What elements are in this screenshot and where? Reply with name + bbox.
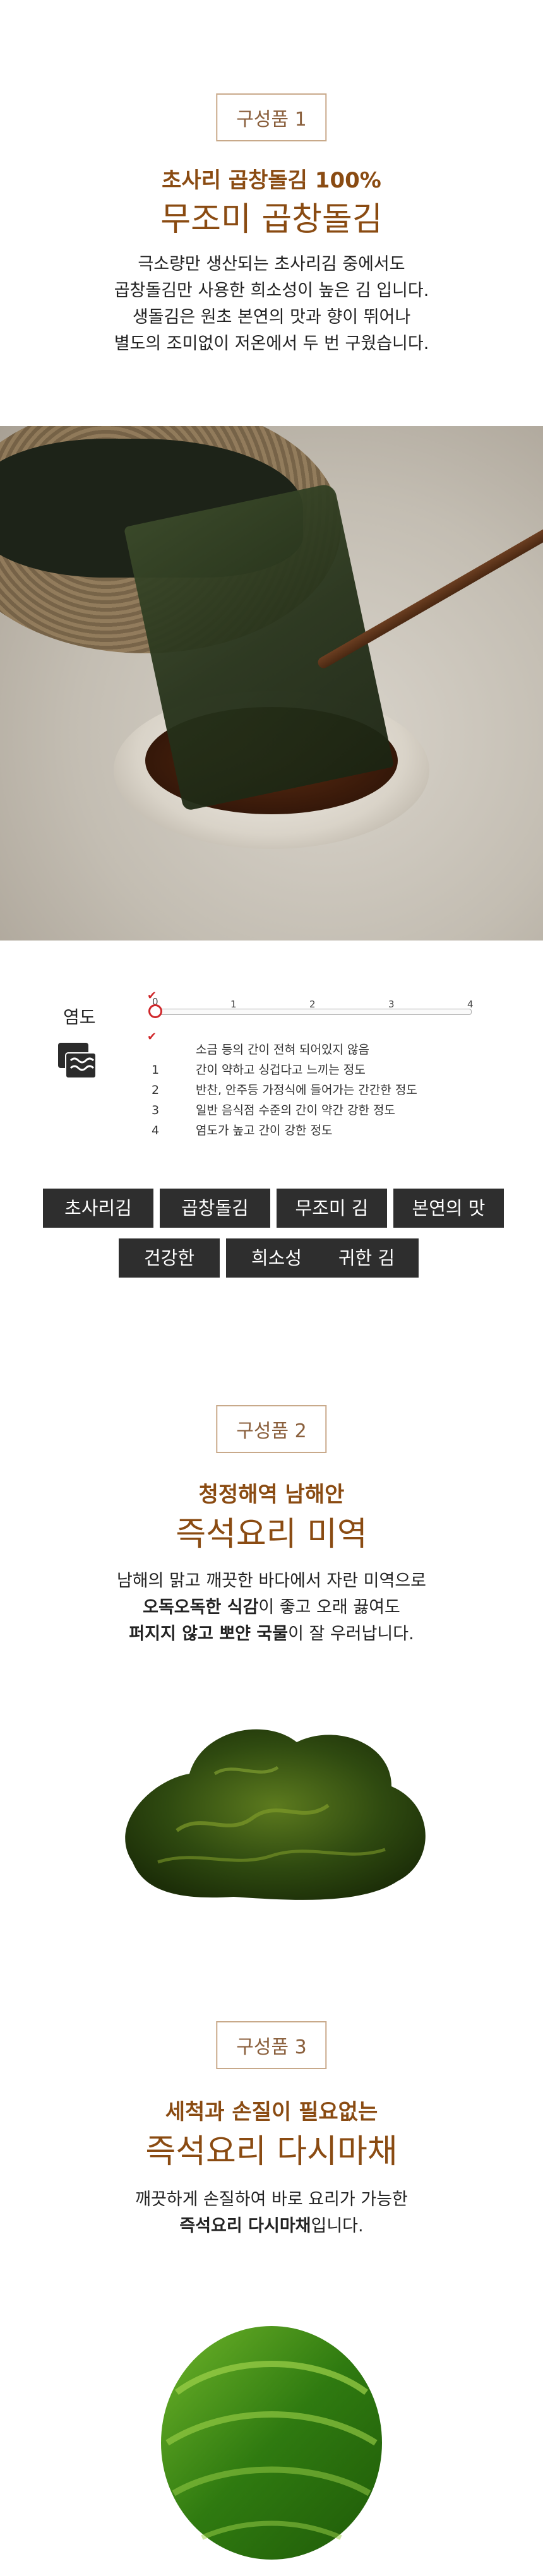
component-badge-1: 구성품 1 [216, 93, 327, 141]
desc-line: 오독오독한 식감이 좋고 오래 끓여도 [0, 1594, 543, 1621]
salt-tick: 2 [309, 999, 316, 1010]
salt-tick: 4 [467, 999, 474, 1010]
salt-legend-row-2: 2 반찬, 안주등 가정식에 들어가는 간간한 정도 [152, 1081, 417, 1098]
feature-tag: 건강한 [119, 1238, 220, 1278]
desc-highlight: 퍼지지 않고 뽀얀 국물 [129, 1624, 289, 1644]
salt-legend-row-0: 0소금 등의 간이 전혀 되어있지 않음 [152, 1040, 369, 1057]
section3-description: 깨끗하게 손질하여 바로 요리가 가능한 즉석요리 다시마채입니다. [0, 2187, 543, 2240]
desc-text: 입니다. [311, 2216, 364, 2236]
salt-level-marker [148, 1004, 162, 1018]
salt-legend-row-4: 4 염도가 높고 간이 강한 정도 [152, 1121, 332, 1138]
salt-scale-label: 염도 [63, 1007, 96, 1028]
legend-pin-icon: ✔ [147, 1030, 157, 1043]
seaweed-sheets-icon [58, 1043, 97, 1079]
feature-tag: 초사리김 [43, 1189, 153, 1228]
desc-text: 이 좋고 오래 끓여도 [258, 1598, 400, 1617]
desc-highlight: 오독오독한 식감 [143, 1598, 259, 1617]
feature-tag: 곱창돌김 [160, 1189, 270, 1228]
desc-line: 곱창돌김만 사용한 희소성이 높은 김 입니다. [114, 281, 429, 300]
legend-text: 반찬, 안주등 가정식에 들어가는 간간한 정도 [196, 1083, 417, 1097]
badge-label: 구성품 3 [236, 2036, 307, 2058]
feature-tag: 본연의 맛 [393, 1189, 504, 1228]
feature-tag: 희소성 [226, 1238, 327, 1278]
legend-num: 4 [152, 1124, 160, 1137]
legend-num: 2 [152, 1083, 160, 1097]
legend-text: 간이 약하고 싱겁다고 느끼는 정도 [196, 1063, 366, 1077]
section1-description: 극소량만 생산되는 초사리김 중에서도 곱창돌김만 사용한 희소성이 높은 김 … [0, 251, 543, 357]
legend-num: 3 [152, 1103, 160, 1117]
legend-num: 1 [152, 1063, 160, 1077]
section3-subtitle: 세척과 손질이 필요없는 [165, 2099, 378, 2125]
desc-line: 깨끗하게 손질하여 바로 요리가 가능한 [135, 2190, 408, 2209]
section2-subtitle: 청정해역 남해안 [198, 1482, 345, 1507]
legend-text: 소금 등의 간이 전혀 되어있지 않음 [196, 1043, 369, 1057]
seaweed-photo [0, 426, 543, 941]
salt-tick: 0 [152, 996, 158, 1007]
badge-label: 구성품 2 [236, 1420, 307, 1442]
component-badge-2: 구성품 2 [216, 1405, 327, 1453]
section1-title: 무조미 곱창돌김 [160, 201, 383, 239]
desc-highlight: 즉석요리 다시마채 [179, 2216, 311, 2236]
section3-title: 즉석요리 다시마채 [145, 2133, 398, 2171]
salt-tick: 3 [388, 999, 395, 1010]
desc-line: 퍼지지 않고 뽀얀 국물이 잘 우러납니다. [0, 1621, 543, 1647]
salt-legend-row-3: 3 일반 음식점 수준의 간이 약간 강한 정도 [152, 1101, 395, 1118]
seaweed-miyeok-image [125, 1729, 426, 1900]
section1-subtitle: 초사리 곱창돌김 100% [162, 168, 381, 193]
feature-tag: 귀한 김 [314, 1238, 419, 1278]
desc-text: 이 잘 우러납니다. [288, 1624, 414, 1644]
salt-level-pin-icon: ✔ [147, 989, 157, 1002]
desc-line: 별도의 조미없이 저온에서 두 번 구웠습니다. [114, 334, 429, 353]
salt-legend-row-1: 1 간이 약하고 싱겁다고 느끼는 정도 [152, 1060, 366, 1077]
desc-line: 극소량만 생산되는 초사리김 중에서도 [138, 254, 405, 274]
kelp-strips-image [161, 2326, 382, 2560]
badge-label: 구성품 1 [236, 109, 307, 131]
desc-line: 즉석요리 다시마채입니다. [0, 2213, 543, 2240]
component-badge-3: 구성품 3 [216, 2021, 327, 2069]
section2-title: 즉석요리 미역 [176, 1516, 367, 1553]
desc-line: 생돌김은 원초 본연의 맛과 향이 뛰어나 [132, 307, 411, 327]
section2-description: 남해의 맑고 깨끗한 바다에서 자란 미역으로 오독오독한 식감이 좋고 오래 … [0, 1568, 543, 1647]
legend-text: 일반 음식점 수준의 간이 약간 강한 정도 [196, 1103, 395, 1117]
salt-tick: 1 [230, 999, 237, 1010]
desc-line: 남해의 맑고 깨끗한 바다에서 자란 미역으로 [116, 1571, 427, 1591]
feature-tag: 무조미 김 [277, 1189, 387, 1228]
legend-text: 염도가 높고 간이 강한 정도 [196, 1124, 333, 1137]
